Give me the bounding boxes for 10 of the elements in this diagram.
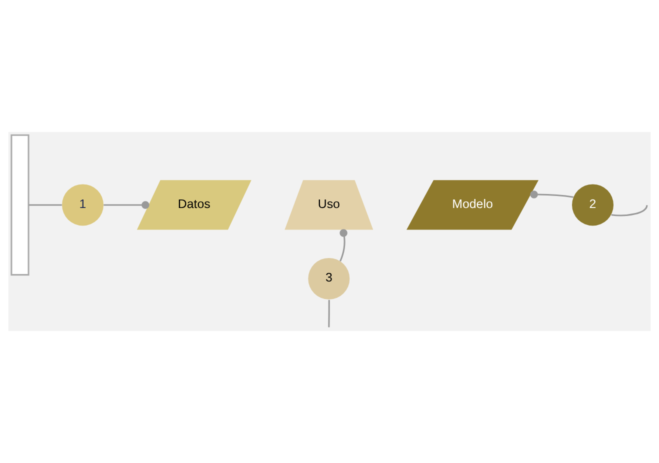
node-circle: 3 xyxy=(308,258,350,300)
connector xyxy=(104,201,150,209)
node-circle: 2 xyxy=(572,184,614,226)
node-circle: 1 xyxy=(62,184,104,226)
connector xyxy=(611,204,648,216)
connector xyxy=(340,229,348,262)
node-box xyxy=(10,134,30,276)
connector xyxy=(28,204,62,206)
connector xyxy=(530,190,574,198)
connector xyxy=(328,300,330,328)
